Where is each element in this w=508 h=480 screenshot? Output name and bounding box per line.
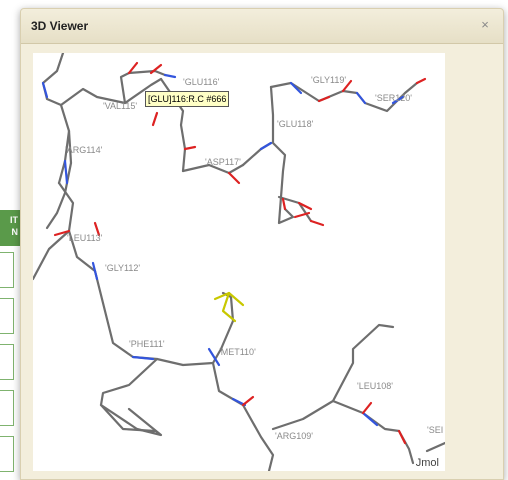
close-icon[interactable]: × — [481, 17, 489, 32]
dialog-title: 3D Viewer — [31, 19, 89, 33]
residue-label-val115: 'VAL115' — [103, 101, 137, 111]
residue-label-glu116: 'GLU116' — [183, 77, 220, 87]
background-header-line1: IT — [10, 215, 18, 225]
residue-label-phe111: 'PHE111' — [129, 339, 165, 349]
residue-label-leu113: 'LEU113' — [67, 233, 103, 243]
residue-label-ser120: 'SER120' — [375, 93, 412, 103]
background-table-cell — [0, 436, 14, 472]
dialog-titlebar[interactable]: 3D Viewer × — [21, 9, 503, 44]
background-table-cell — [0, 298, 14, 334]
residue-label-arg109: 'ARG109' — [275, 431, 313, 441]
background-header-line2: N — [11, 227, 19, 237]
residue-label-ser: 'SEI — [427, 425, 443, 435]
3d-viewer-dialog: 3D Viewer × — [20, 8, 504, 480]
atom-hover-tooltip: [GLU]116:R.C #666 — [145, 91, 230, 107]
residue-label-gly112: 'GLY112' — [105, 263, 140, 273]
residue-label-asp117: 'ASP117' — [205, 157, 241, 167]
background-table-cell — [0, 252, 14, 288]
background-table-cell — [0, 344, 14, 380]
background-table-header: IT N — [0, 210, 20, 246]
residue-label-leu108: 'LEU108' — [357, 381, 393, 391]
residue-label-arg114: 'ARG114' — [65, 145, 103, 155]
jmol-brand-label: Jmol — [415, 457, 439, 469]
residue-label-gly119: 'GLY119' — [311, 75, 346, 85]
molecule-viewer-canvas[interactable]: 'GLU116' 'GLY119' 'SER120' 'VAL115' 'ARG… — [33, 53, 445, 471]
background-table-cell — [0, 390, 14, 426]
residue-label-glu118: 'GLU118' — [277, 119, 314, 129]
residue-label-met110: 'MET110' — [219, 347, 256, 357]
molecule-structure: 'GLU116' 'GLY119' 'SER120' 'VAL115' 'ARG… — [33, 53, 445, 471]
